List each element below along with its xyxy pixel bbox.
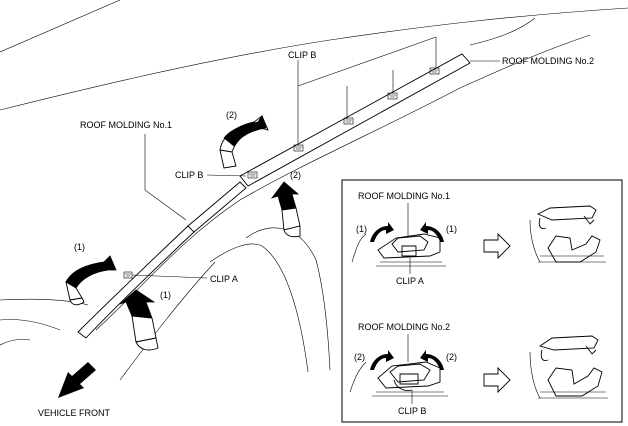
vehicle-front-arrow xyxy=(58,362,96,398)
vehicle-front-label: VEHICLE FRONT xyxy=(38,408,111,418)
inset-bottom-right-step: (2) xyxy=(446,352,457,362)
curl-arrow-left-icon xyxy=(370,350,394,370)
roof-molding-no2-label: ROOF MOLDING No.2 xyxy=(502,56,594,66)
inset-top-right-step: (1) xyxy=(446,224,457,234)
inset-bottom-clip: CLIP B xyxy=(398,406,426,416)
inset-top-clip: CLIP A xyxy=(396,276,424,286)
inset-bottom-left-step: (2) xyxy=(354,352,365,362)
clip-b-left-label: CLIP B xyxy=(175,170,203,180)
curl-arrow-left-icon xyxy=(370,222,394,242)
roof-molding-no1-label: ROOF MOLDING No.1 xyxy=(80,120,172,130)
clip-a-installed-illustration xyxy=(351,233,446,267)
step-2-upper-label: (2) xyxy=(226,110,237,120)
step-1-lower-label: (1) xyxy=(160,290,171,300)
lift-arrow-step-2-upper xyxy=(219,115,269,169)
next-arrow-icon xyxy=(483,366,511,394)
clip-b-marker xyxy=(429,67,440,75)
clip-b-leader-lines xyxy=(297,36,437,145)
clip-b-marker xyxy=(343,117,354,125)
clip-b-top-label: CLIP B xyxy=(288,50,316,60)
lift-arrow-step-1-left xyxy=(65,255,117,306)
inset-top-title: ROOF MOLDING No.1 xyxy=(358,191,450,201)
curl-arrow-right-icon xyxy=(420,350,444,370)
detail-inset-panel: ROOF MOLDING No.1 (1) (1) CLIP A xyxy=(341,179,623,423)
clip-b-marker xyxy=(247,171,258,179)
inset-top-left-step: (1) xyxy=(356,224,367,234)
roof-molding-no1-strip xyxy=(77,181,247,339)
clip-a-removed-illustration xyxy=(529,205,606,263)
curl-arrow-right-icon xyxy=(420,222,444,242)
clip-b-marker xyxy=(387,92,398,100)
clip-a-marker xyxy=(123,271,133,279)
clip-a-label: CLIP A xyxy=(210,274,238,284)
step-2-mid-label: (2) xyxy=(290,170,301,180)
clip-b-installed-illustration xyxy=(349,361,448,397)
clip-b-removed-illustration xyxy=(529,335,608,399)
lift-arrow-step-2-mid xyxy=(270,181,301,238)
vehicle-body-outline xyxy=(0,0,628,381)
clip-b-marker xyxy=(293,144,304,152)
roof-molding-no2-strip xyxy=(239,53,471,187)
lift-arrow-step-1-lower xyxy=(119,289,159,351)
next-arrow-icon xyxy=(483,232,511,260)
step-1-left-label: (1) xyxy=(74,242,85,252)
inset-bottom-title: ROOF MOLDING No.2 xyxy=(358,322,450,332)
